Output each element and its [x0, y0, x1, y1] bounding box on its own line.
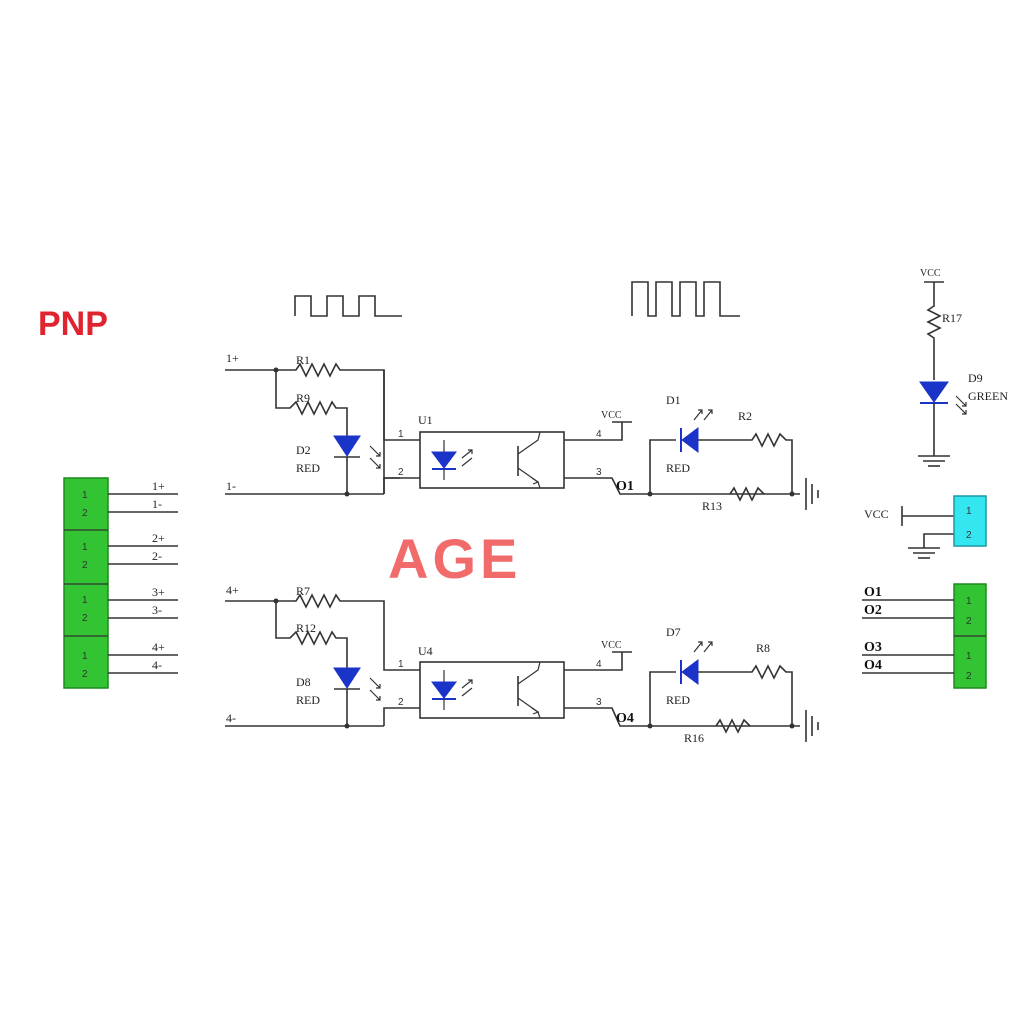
input-label: 3-: [152, 603, 162, 617]
resistor-label: R8: [756, 641, 770, 655]
vcc-label: VCC: [864, 507, 889, 521]
output-label: O1: [864, 585, 882, 600]
vcc-label: VCC: [920, 268, 941, 279]
pin-number: 1: [398, 429, 404, 440]
led-d9: [919, 381, 949, 403]
led-label: D2: [296, 443, 311, 457]
resistor-label: R1: [296, 353, 310, 367]
pin-number: 2: [398, 697, 404, 708]
pin-number: 2: [966, 671, 972, 682]
optocoupler-u4: [419, 661, 565, 719]
age-watermark: AGE: [388, 527, 521, 590]
power-connector: VCC 1 2: [864, 495, 987, 559]
output-label: O1: [616, 479, 634, 494]
output-label: O3: [864, 640, 882, 655]
led-label: D7: [666, 625, 681, 639]
pin-number: 4: [596, 429, 602, 440]
resistor-label: R12: [296, 621, 316, 635]
pin-number: 1: [398, 659, 404, 670]
pin-number: 2: [966, 530, 972, 541]
input-label: 2+: [152, 531, 165, 545]
power-terminal-body: [953, 495, 987, 547]
input-waveform: [294, 295, 402, 317]
led-color-label: RED: [296, 461, 320, 475]
resistor-label: R13: [702, 499, 722, 513]
pnp-title: PNP: [38, 305, 108, 343]
led-d7: [681, 659, 699, 685]
input-label: 4-: [152, 658, 162, 672]
pin-number: 2: [82, 613, 88, 624]
pin-number: 1: [82, 490, 88, 501]
output-label: O2: [864, 603, 882, 618]
input-label: 3+: [152, 585, 165, 599]
input-label: 1+: [152, 479, 165, 493]
opto-label: U4: [418, 644, 433, 658]
opto-label: U1: [418, 413, 433, 427]
led-d1: [681, 427, 699, 453]
input-label: 1-: [152, 497, 162, 511]
led-d2: [333, 435, 361, 457]
resistor-label: R9: [296, 391, 310, 405]
channel-1-circuit: 1+ 1- R1 R9 D2 RED U1 1 2 4: [225, 351, 819, 513]
resistor-label: R2: [738, 409, 752, 423]
led-color-label: RED: [296, 693, 320, 707]
pin-number: 2: [82, 560, 88, 571]
led-label: D1: [666, 393, 681, 407]
output-label: O4: [864, 658, 882, 673]
pin-number: 1: [82, 595, 88, 606]
pin-number: 1: [966, 506, 972, 517]
vcc-label: VCC: [601, 410, 622, 421]
optocoupler-u1: [419, 431, 565, 489]
pin-number: 2: [82, 669, 88, 680]
led-color-label: RED: [666, 693, 690, 707]
pin-number: 1: [966, 651, 972, 662]
resistor-label: R17: [942, 311, 962, 325]
input-label: 2-: [152, 549, 162, 563]
vcc-label: VCC: [601, 640, 622, 651]
output-terminal-block: 1 2 1 2 O1 O2 O3 O4: [862, 583, 987, 689]
led-d8: [333, 667, 361, 689]
input-label: 4+: [152, 640, 165, 654]
input-minus-label: 1-: [226, 479, 236, 493]
led-label: D9: [968, 371, 983, 385]
resistor-label: R16: [684, 731, 704, 745]
channel-4-circuit: 4+ 4- R7 R12 D8 RED U4 1 2 4 3 VCC O4: [225, 583, 819, 745]
pin-number: 4: [596, 659, 602, 670]
output-label: O4: [616, 711, 634, 726]
power-indicator-circuit: VCC R17 D9 GREEN: [918, 268, 1008, 467]
pin-number: 2: [398, 467, 404, 478]
led-label: D8: [296, 675, 311, 689]
input-minus-label: 4-: [226, 711, 236, 725]
pin-number: 2: [82, 508, 88, 519]
input-plus-label: 1+: [226, 351, 239, 365]
pin-number: 3: [596, 467, 602, 478]
input-plus-label: 4+: [226, 583, 239, 597]
input-terminal-block: 1 2 1 2 1 2 1 2 1+ 1- 2+ 2- 3+ 3- 4+ 4-: [63, 477, 178, 689]
pin-number: 1: [966, 596, 972, 607]
output-waveform: [631, 281, 740, 317]
pin-number: 2: [966, 616, 972, 627]
led-color-label: RED: [666, 461, 690, 475]
pin-number: 1: [82, 542, 88, 553]
input-terminal-body: [63, 477, 109, 689]
led-color-label: GREEN: [968, 389, 1008, 403]
pin-number: 1: [82, 651, 88, 662]
pin-number: 3: [596, 697, 602, 708]
resistor-label: R7: [296, 584, 310, 598]
